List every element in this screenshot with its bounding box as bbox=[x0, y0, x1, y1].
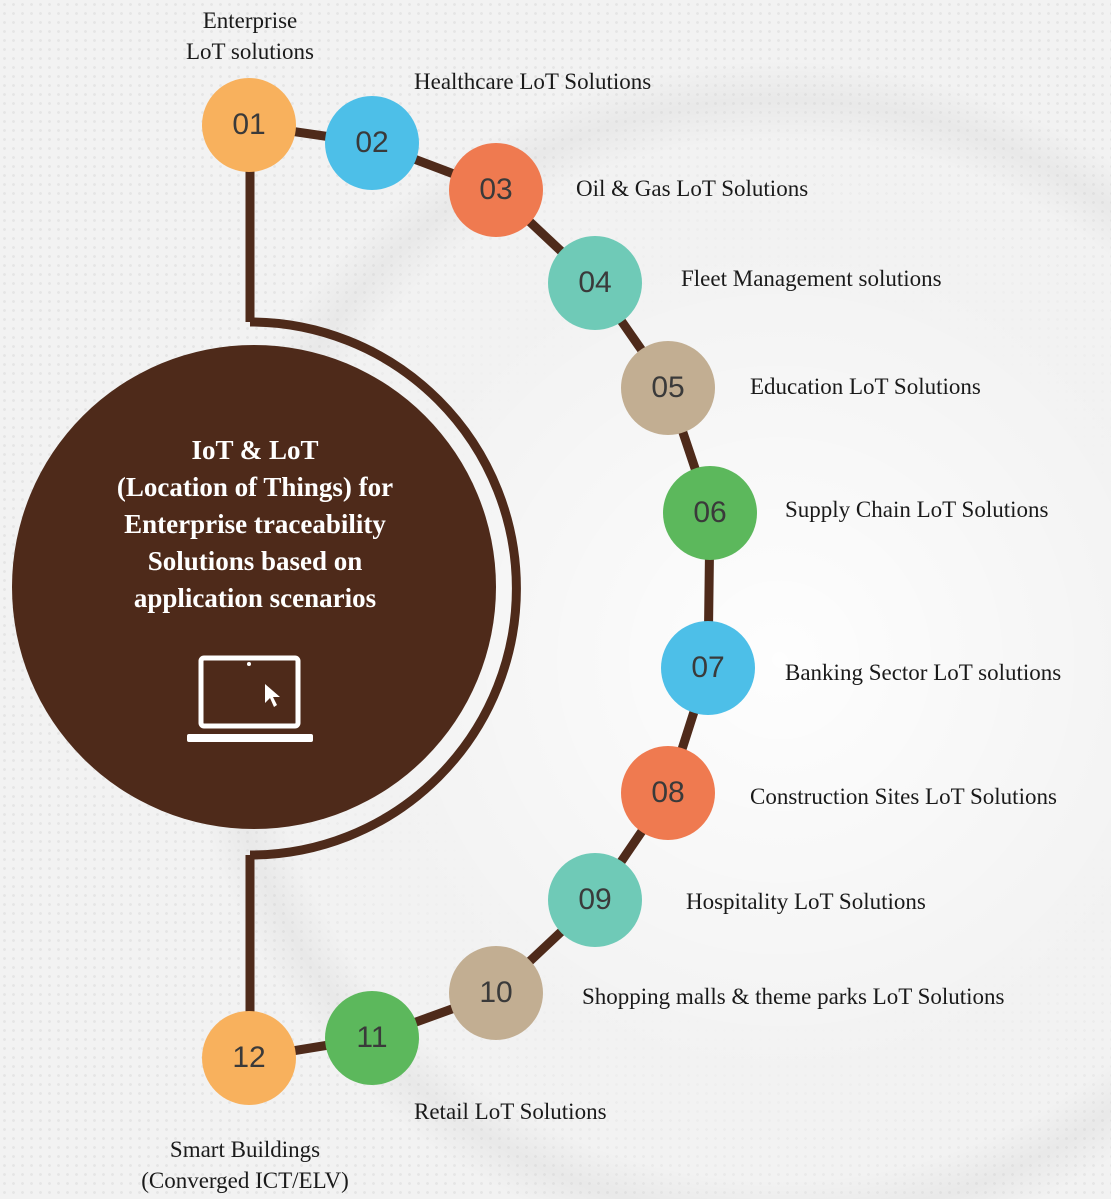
step-number: 08 bbox=[651, 776, 685, 809]
step-node-05: 05 bbox=[621, 341, 715, 435]
step-label-08: Construction Sites LoT Solutions bbox=[750, 784, 1057, 809]
step-number: 01 bbox=[232, 108, 266, 141]
step-label-06: Supply Chain LoT Solutions bbox=[785, 497, 1049, 522]
step-label-04: Fleet Management solutions bbox=[681, 266, 942, 291]
step-label-03: Oil & Gas LoT Solutions bbox=[576, 176, 809, 201]
connector-hub-arc bbox=[249, 317, 521, 860]
step-label-10: Shopping malls & theme parks LoT Solutio… bbox=[582, 984, 1005, 1009]
step-number: 10 bbox=[479, 976, 513, 1009]
step-number: 12 bbox=[232, 1041, 266, 1074]
step-node-11: 11 bbox=[325, 991, 419, 1085]
step-node-10: 10 bbox=[449, 946, 543, 1040]
step-number: 03 bbox=[479, 173, 513, 206]
step-node-09: 09 bbox=[548, 853, 642, 947]
step-number: 06 bbox=[693, 496, 727, 529]
step-number: 11 bbox=[356, 1021, 388, 1054]
step-node-03: 03 bbox=[449, 143, 543, 237]
hub-circle bbox=[12, 345, 496, 829]
step-label-12: Smart Buildings (Converged ICT/ELV) bbox=[141, 1137, 349, 1193]
step-number: 09 bbox=[578, 883, 612, 916]
step-label-11: Retail LoT Solutions bbox=[414, 1099, 607, 1124]
hub-title: IoT & LoT (Location of Things) for Enter… bbox=[116, 435, 394, 613]
step-number: 02 bbox=[355, 126, 389, 159]
step-node-04: 04 bbox=[548, 236, 642, 330]
step-label-07: Banking Sector LoT solutions bbox=[785, 660, 1062, 685]
step-node-01: 01 bbox=[202, 78, 296, 172]
step-label-09: Hospitality LoT Solutions bbox=[686, 889, 926, 914]
step-node-07: 07 bbox=[661, 621, 755, 715]
step-label-05: Education LoT Solutions bbox=[750, 374, 981, 399]
step-number: 05 bbox=[651, 371, 685, 404]
step-node-06: 06 bbox=[663, 466, 757, 560]
step-node-08: 08 bbox=[621, 746, 715, 840]
step-label-01: Enterprise LoT solutions bbox=[185, 8, 314, 64]
step-node-02: 02 bbox=[325, 96, 419, 190]
step-label-02: Healthcare LoT Solutions bbox=[414, 69, 652, 94]
step-node-12: 12 bbox=[202, 1011, 296, 1105]
step-number: 04 bbox=[578, 266, 612, 299]
step-number: 07 bbox=[691, 651, 725, 684]
